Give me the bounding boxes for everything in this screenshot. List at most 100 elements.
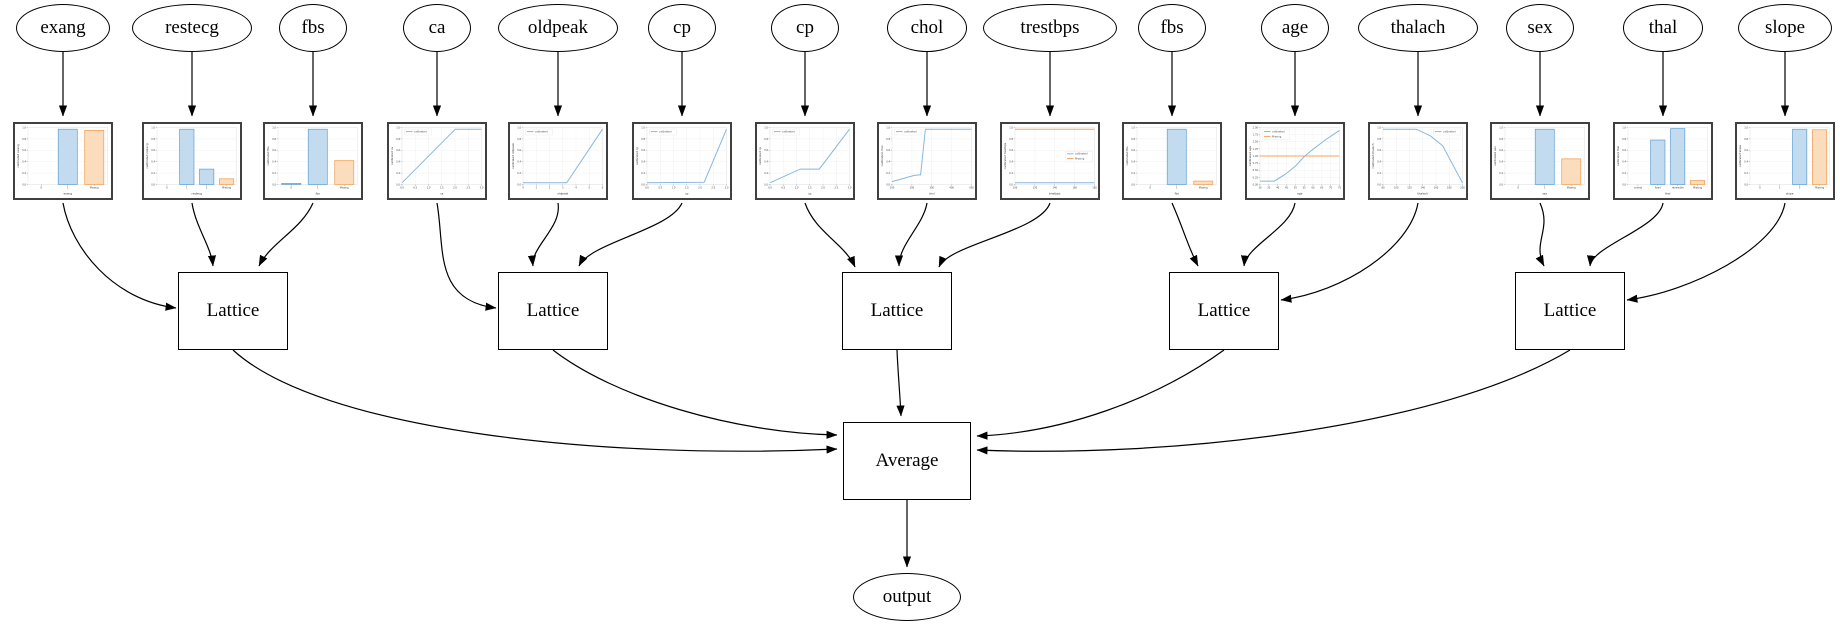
legend-box <box>649 128 677 136</box>
edge-calibrator-to-lattice-6 <box>804 202 856 268</box>
y-tick-label: 1.0 <box>151 126 155 129</box>
y-tick-label: 0.0 <box>22 183 26 186</box>
x-tick-label: 500 <box>969 187 974 190</box>
y-tick-label: 0.6 <box>151 149 155 152</box>
edge-calibrator-to-lattice-5 <box>578 202 683 267</box>
x-axis-label: fbs <box>316 192 321 196</box>
x-tick-label: 0 <box>1759 187 1761 190</box>
y-tick-label: 1.0 <box>1009 126 1013 129</box>
x-tick-label: 1.5 <box>808 187 812 190</box>
lattice-node-label: Lattice <box>870 300 924 321</box>
edge-lattice-to-average-5 <box>976 349 1571 455</box>
y-tick-label: 0.4 <box>22 161 26 164</box>
y-tick-label: 0.2 <box>272 172 276 175</box>
bar-Missing <box>1193 180 1214 185</box>
x-tick-label: 3.0 <box>725 187 729 190</box>
lattice-node-label: Lattice <box>1543 300 1597 321</box>
legend-box <box>1262 128 1290 140</box>
x-tick-label: 160 <box>1072 187 1077 190</box>
x-tick-label: 0.5 <box>781 187 785 190</box>
y-tick-label: 1.0 <box>1622 126 1626 129</box>
y-tick-label: 0.8 <box>764 138 768 141</box>
y-tick-label: 1.0 <box>22 126 26 129</box>
series-calibrated <box>523 128 603 184</box>
x-tick-label: 60 <box>1311 187 1315 190</box>
y-tick-label: 1.25 <box>1253 148 1259 151</box>
y-tick-label: 0.6 <box>1377 149 1381 152</box>
legend-label: calibrated <box>1443 130 1456 134</box>
edge-calibrator-to-lattice-0 <box>62 202 177 311</box>
x-tick-label: 2.0 <box>453 187 457 190</box>
edge-calibrator-to-lattice-12 <box>1535 202 1545 267</box>
x-axis-label: sex <box>1542 192 1547 196</box>
x-axis-label: cp <box>808 192 812 196</box>
x-tick-label: 140 <box>1420 187 1425 190</box>
y-tick-label: 0.0 <box>517 183 521 186</box>
y-tick-label: 0.4 <box>1744 161 1748 164</box>
x-tick-label: 3 <box>562 187 564 190</box>
y-tick-label: 0.2 <box>396 172 400 175</box>
y-axis-label: calibrated cp <box>635 147 639 165</box>
x-axis-label: cp <box>685 192 689 196</box>
y-tick-label: 0.0 <box>1622 183 1626 186</box>
y-tick-label: 0.8 <box>1131 138 1135 141</box>
x-tick-label: 300 <box>929 187 934 190</box>
x-tick-label: 75 <box>1338 187 1342 190</box>
x-tick-label: 0.0 <box>768 187 772 190</box>
bar-0 <box>281 183 302 185</box>
x-tick-label: 1 <box>1544 187 1546 190</box>
y-tick-label: 0.2 <box>886 172 890 175</box>
x-tick-label: 1.0 <box>672 187 676 190</box>
y-tick-label: 0.8 <box>517 138 521 141</box>
x-tick-label: 400 <box>949 187 954 190</box>
x-axis-label: fbs <box>1175 192 1180 196</box>
edge-calibrator-to-lattice-9 <box>1171 202 1199 267</box>
y-axis-label: calibrated trestbps <box>1003 142 1007 169</box>
bar-Missing <box>334 160 355 185</box>
edge-calibrator-to-lattice-8 <box>938 202 1051 268</box>
x-tick-label: 2.5 <box>834 187 838 190</box>
series-calibrated <box>1383 128 1463 184</box>
bar-Missing <box>84 129 105 185</box>
y-tick-label: 0.0 <box>1009 183 1013 186</box>
y-tick-label: 0.0 <box>272 183 276 186</box>
output-node-label: output <box>882 586 932 607</box>
bar-1 <box>1166 128 1187 185</box>
legend-box <box>1433 128 1461 136</box>
y-tick-label: 0.8 <box>1744 138 1748 141</box>
y-tick-label: 0.2 <box>1622 172 1626 175</box>
x-tick-label: 0 <box>1517 187 1519 190</box>
y-tick-label: 0.0 <box>1499 183 1503 186</box>
x-tick-label: 1.0 <box>427 187 431 190</box>
y-tick-label: 0.4 <box>517 161 521 164</box>
x-tick-label: 1 <box>67 187 69 190</box>
feature-node-label: cp <box>796 17 814 38</box>
x-tick-label: 180 <box>1447 187 1452 190</box>
feature-node-ca: ca <box>403 4 471 52</box>
x-tick-label: normal <box>1634 187 1643 190</box>
x-tick-label: 35 <box>1267 187 1271 190</box>
x-tick-label: 0.0 <box>645 187 649 190</box>
bar-reversible <box>1670 128 1686 185</box>
y-tick-label: 0.8 <box>396 138 400 141</box>
lattice-node-label: Lattice <box>206 300 260 321</box>
y-tick-label: 1.0 <box>886 126 890 129</box>
y-tick-label: 0.4 <box>1009 161 1013 164</box>
feature-node-label: thal <box>1648 17 1678 38</box>
y-axis-label: calibrated slope <box>1738 145 1742 168</box>
y-tick-label: 0.8 <box>1622 138 1626 141</box>
y-tick-label: 0.0 <box>1131 183 1135 186</box>
legend-box <box>404 128 432 136</box>
y-tick-label: 0.0 <box>641 183 645 186</box>
y-axis-label: calibrated oldpeak <box>511 143 515 169</box>
edge-lattice-to-average-4 <box>976 349 1225 440</box>
legend-label: calibrated <box>1272 130 1285 134</box>
